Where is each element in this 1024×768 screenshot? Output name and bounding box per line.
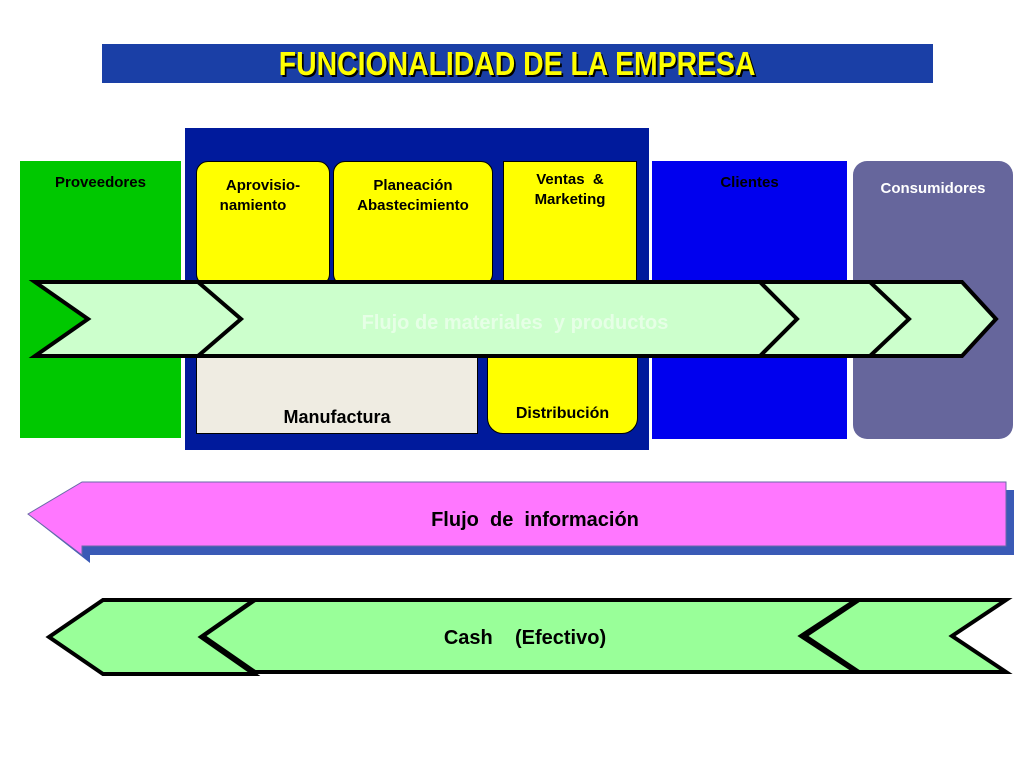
distribucion-box: Distribución <box>487 354 638 434</box>
title-bar: FUNCIONALIDAD DE LA EMPRESA <box>102 44 933 83</box>
clientes-label: Clientes <box>720 174 779 191</box>
materials-flow-label: Flujo de materiales y productos <box>362 312 669 334</box>
planeacion-box: Planeación Abastecimiento <box>333 161 493 286</box>
aprovisionamiento-line-1: Aprovisio- <box>225 177 301 194</box>
ventas-line-2: Marketing <box>534 191 606 209</box>
aprovisionamiento-text: Aprovisio- namiento <box>220 176 301 285</box>
info-arrow <box>27 481 1007 557</box>
manufactura-label: Manufactura <box>283 406 391 427</box>
planeacion-text: Planeación Abastecimiento <box>357 176 469 285</box>
ventas-text: Ventas & Marketing <box>535 170 606 285</box>
distribucion-label: Distribución <box>515 405 610 423</box>
info-flow-label: Flujo de información <box>431 509 639 531</box>
page-title: FUNCIONALIDAD DE LA EMPRESA <box>279 44 756 82</box>
cash-flow-label: Cash (Efectivo) <box>444 627 606 649</box>
proveedores-label: Proveedores <box>55 174 146 191</box>
aprovisionamiento-box: Aprovisio- namiento <box>196 161 330 286</box>
cash-chevron-2 <box>199 598 863 674</box>
aprovisionamiento-line-2: namiento <box>219 197 287 215</box>
materials-chevron-1 <box>28 280 245 358</box>
planeacion-line-1: Planeación <box>373 177 453 194</box>
consumidores-label: Consumidores <box>880 180 986 197</box>
cash-chevron-3 <box>801 598 1013 674</box>
ventas-box: Ventas & Marketing <box>503 161 637 286</box>
ventas-line-1: Ventas & <box>536 171 604 188</box>
planeacion-line-2: Abastecimiento <box>357 197 469 215</box>
